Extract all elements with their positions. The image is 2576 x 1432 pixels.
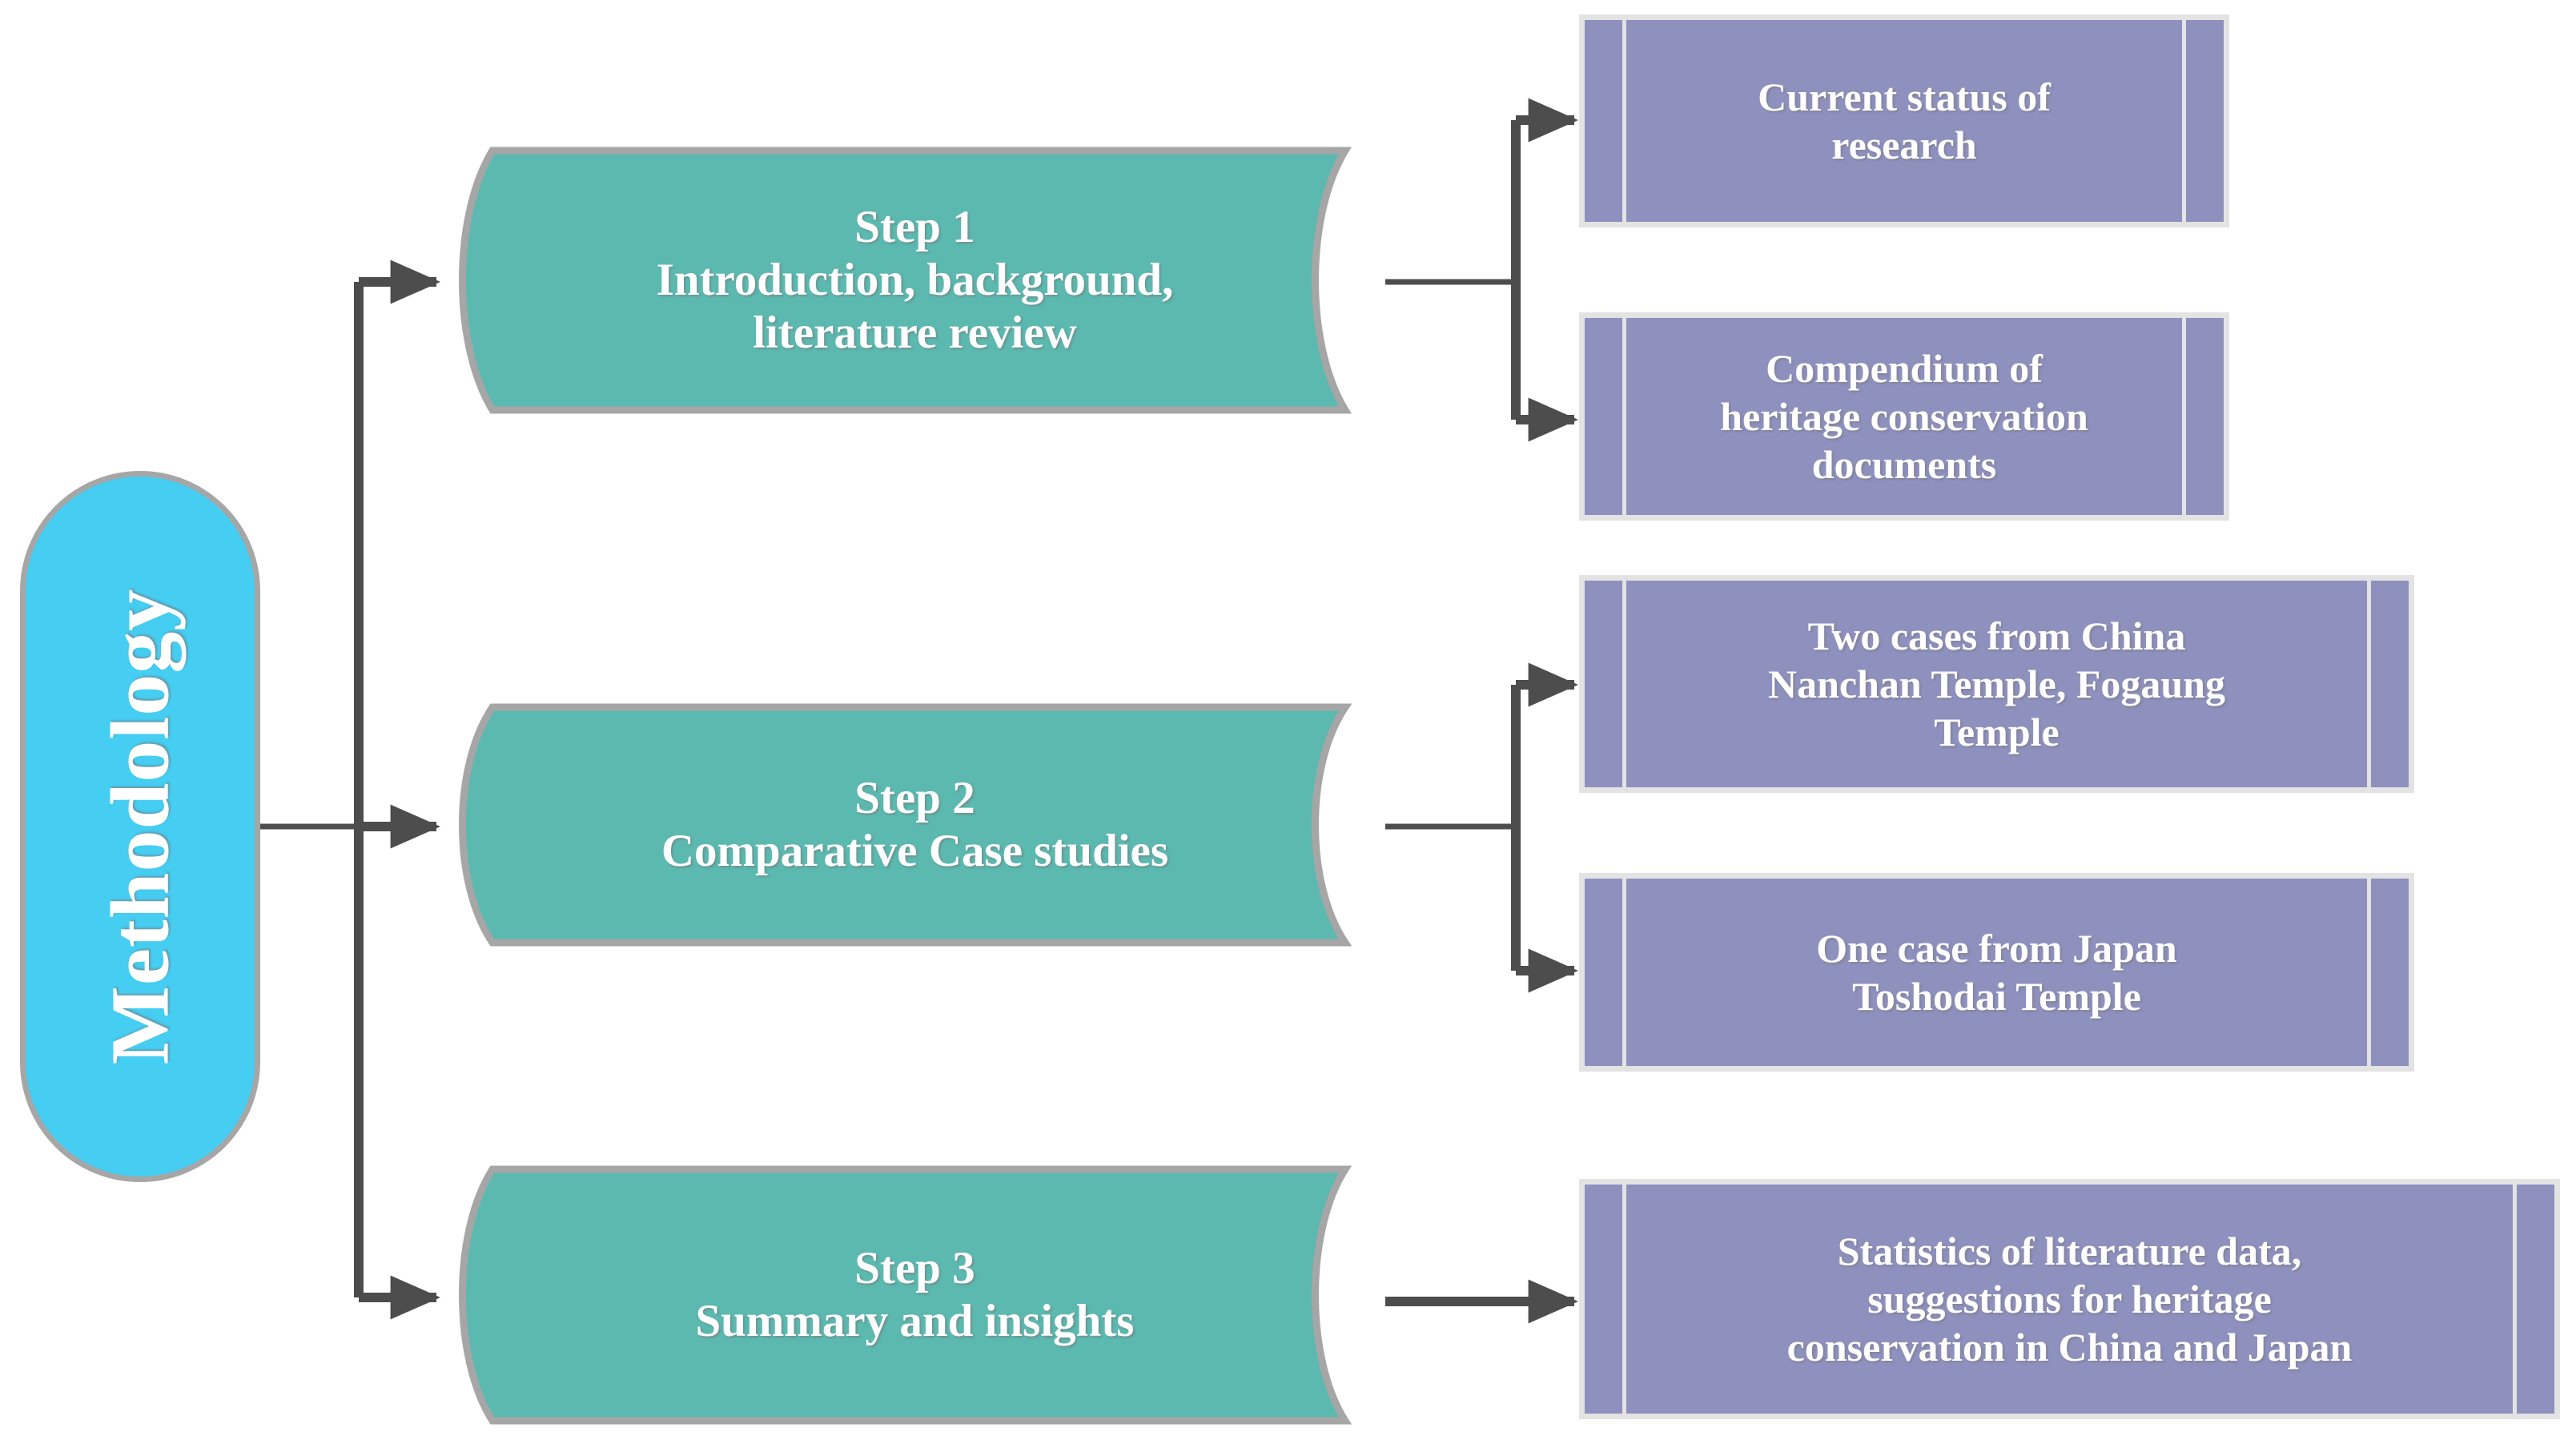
- node-output-current-status[interactable]: Current status of research: [1579, 14, 2229, 227]
- node-output-statistics[interactable]: Statistics of literature data, suggestio…: [1579, 1179, 2560, 1419]
- connector-methodology-fork: [260, 259, 440, 1320]
- rail-right-icon: [2182, 20, 2186, 222]
- rail-left-icon: [1622, 581, 1626, 787]
- step-2-shape: [459, 703, 1352, 947]
- rail-left-icon: [1622, 879, 1626, 1066]
- node-output-3-label: Two cases from China Nanchan Temple, Fog…: [1768, 613, 2225, 754]
- rail-left-icon: [1622, 318, 1626, 515]
- node-methodology-label: Methodology: [94, 588, 186, 1065]
- node-methodology[interactable]: Methodology: [20, 471, 260, 1182]
- rail-right-icon: [2513, 1185, 2517, 1414]
- step-3-shape: [459, 1165, 1352, 1425]
- node-step-3-label: Step 3 Summary and insights: [695, 1242, 1135, 1346]
- node-step-1-label: Step 1 Introduction, background, literat…: [656, 201, 1174, 359]
- node-step-2-label: Step 2 Comparative Case studies: [661, 772, 1169, 876]
- rail-right-icon: [2367, 879, 2371, 1066]
- rail-left-icon: [1622, 1185, 1626, 1414]
- node-step-2[interactable]: Step 2 Comparative Case studies: [448, 701, 1389, 949]
- node-output-japan-case[interactable]: One case from Japan Toshodai Temple: [1579, 873, 2414, 1072]
- node-output-2-label: Compendium of heritage conservation docu…: [1720, 346, 2088, 487]
- connector-step1-fork: [1385, 98, 1578, 442]
- connector-step2-fork: [1385, 662, 1578, 993]
- rail-right-icon: [2182, 318, 2186, 515]
- node-step-1[interactable]: Step 1 Introduction, background, literat…: [448, 144, 1389, 416]
- node-output-5-label: Statistics of literature data, suggestio…: [1786, 1229, 2353, 1370]
- rail-left-icon: [1622, 20, 1626, 222]
- node-output-compendium[interactable]: Compendium of heritage conservation docu…: [1579, 312, 2229, 521]
- node-output-4-label: One case from Japan Toshodai Temple: [1816, 926, 2177, 1019]
- node-step-3[interactable]: Step 3 Summary and insights: [448, 1163, 1389, 1427]
- node-output-1-label: Current status of research: [1758, 74, 2051, 167]
- rail-right-icon: [2367, 581, 2371, 787]
- node-output-china-cases[interactable]: Two cases from China Nanchan Temple, Fog…: [1579, 575, 2414, 793]
- step-1-shape: [459, 147, 1352, 414]
